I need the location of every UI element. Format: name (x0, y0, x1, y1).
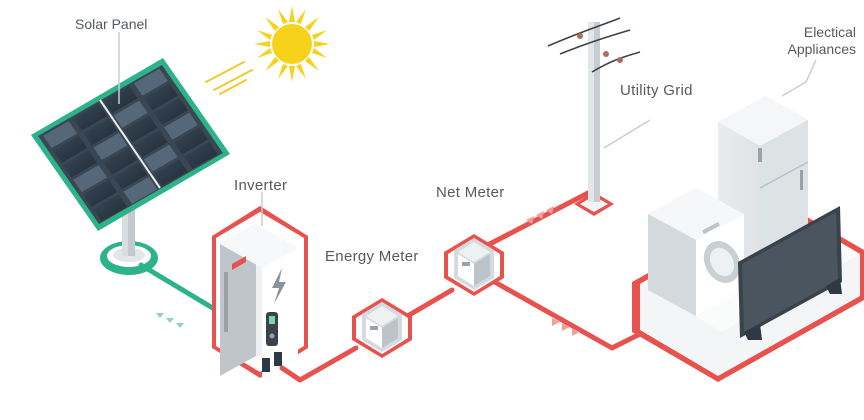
net-meter-label: Net Meter (436, 184, 505, 201)
sun-icon (205, 6, 330, 95)
solar-cell (133, 68, 168, 96)
solar-cell (183, 141, 218, 169)
solar-cell (133, 130, 168, 158)
appliances-label-line2: Appliances (787, 41, 857, 57)
inverter (212, 206, 308, 382)
solar-cell (63, 150, 98, 178)
solar-cell (83, 118, 118, 146)
energy-meter (352, 298, 412, 358)
solar-cell (163, 112, 198, 140)
energy-meter-label: Energy Meter (325, 248, 419, 265)
appliances-label-line1: Electical (803, 24, 856, 40)
solar-cell (123, 176, 158, 204)
solar-cell (113, 100, 148, 128)
solar-cell (93, 132, 128, 160)
net-meter (444, 234, 504, 296)
utility-pole (547, 17, 651, 216)
inverter-label: Inverter (234, 177, 288, 194)
solar-cell (123, 115, 158, 143)
solar-cell (153, 97, 188, 125)
solar-cell (103, 147, 138, 175)
solar-cell (93, 194, 128, 222)
solar-cell (113, 162, 148, 190)
appliances-label: Electical Appliances (770, 24, 857, 58)
flow-arrow-icon (156, 313, 184, 328)
solar-cell (73, 165, 108, 193)
solar-cell (83, 179, 118, 207)
solar-panel-label: Solar Panel (75, 16, 148, 32)
solar-cell (153, 159, 188, 187)
solar-cell (43, 121, 78, 149)
solar-cell (143, 83, 178, 111)
utility-grid-label: Utility Grid (620, 82, 693, 99)
solar-panel (31, 58, 230, 275)
lightning-icon (272, 268, 286, 304)
appliances (632, 59, 864, 382)
solar-cell (103, 86, 138, 114)
solar-cell (53, 135, 88, 163)
solar-cell (73, 103, 108, 131)
flow-arrow-icon (526, 206, 580, 336)
solar-cell (143, 144, 178, 172)
solar-cell (173, 127, 208, 155)
